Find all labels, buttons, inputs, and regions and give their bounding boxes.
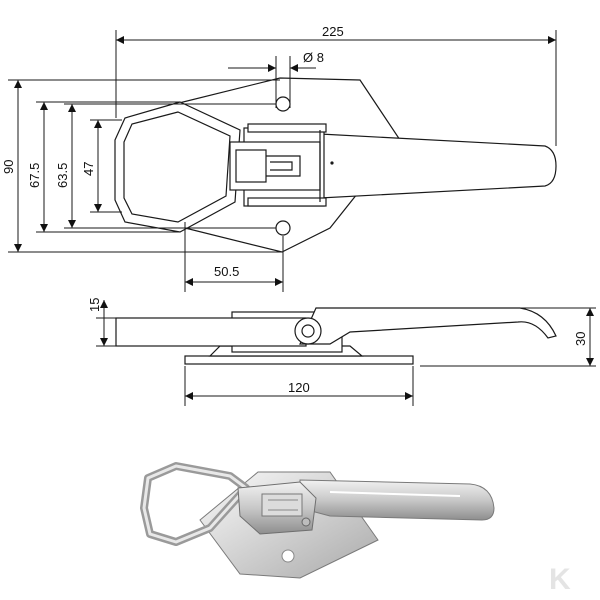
brand-logo-glyph: K (549, 563, 571, 596)
side-base-plate (184, 355, 414, 365)
top-view (114, 77, 557, 253)
dim-15-label: 15 (87, 298, 102, 312)
brand-logo: K (549, 563, 571, 596)
dim-47-label: 47 (81, 162, 96, 176)
wire-loop-inner (123, 111, 231, 223)
lever-body (319, 133, 557, 199)
dim-67-5-label: 67.5 (27, 163, 42, 188)
dim-225-label: 225 (322, 24, 344, 39)
top-view-dimensions (8, 30, 557, 292)
catch-housing (229, 141, 321, 191)
side-view-dimensions (96, 300, 596, 406)
dim-90-label: 90 (1, 160, 16, 174)
side-view (115, 307, 557, 365)
catch-spring (266, 155, 301, 177)
side-pivot-inner (301, 324, 315, 338)
dim-63-5-label: 63.5 (55, 163, 70, 188)
catch-slot (270, 161, 293, 171)
side-lever (299, 307, 557, 345)
dim-120-label: 120 (288, 380, 310, 395)
lever-dot (330, 161, 334, 165)
dim-50-5-label: 50.5 (214, 264, 239, 279)
dim-30-label: 30 (573, 332, 588, 346)
render-lever (299, 479, 495, 521)
side-wire-loop (115, 317, 307, 347)
hinge-lug-top (247, 123, 327, 133)
dim-hole-diameter-label: Ø 8 (303, 50, 324, 65)
hinge-lug-bottom (247, 197, 327, 207)
render-plate-hole (281, 549, 295, 563)
catch-inner (235, 149, 267, 183)
product-render (140, 462, 495, 579)
